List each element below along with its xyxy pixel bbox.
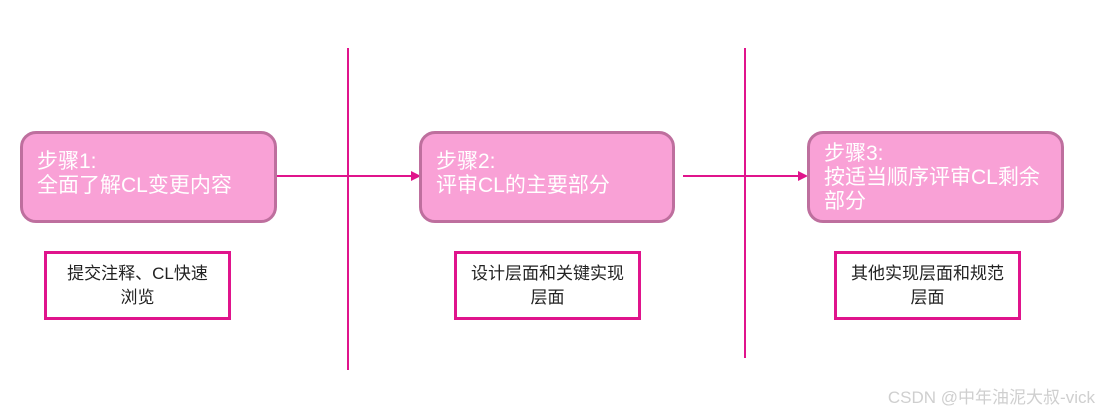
- step-1-box: 步骤1: 全面了解CL变更内容: [20, 131, 277, 223]
- step-1-note: 提交注释、CL快速浏览: [44, 251, 231, 320]
- step-2-note: 设计层面和关键实现层面: [454, 251, 641, 320]
- step-1-title: 全面了解CL变更内容: [37, 174, 232, 197]
- connector-line: [683, 175, 799, 177]
- step-3-title: 按适当顺序评审CL剩余部分: [824, 166, 1040, 213]
- arrowhead-icon: [798, 171, 808, 181]
- step-2-label: 步骤2:: [436, 150, 496, 173]
- step-2-title: 评审CL的主要部分: [436, 174, 610, 197]
- divider-line-1: [347, 48, 349, 370]
- step-3-label: 步骤3:: [824, 142, 884, 165]
- step-1-label: 步骤1:: [37, 150, 97, 173]
- watermark: CSDN @中年油泥大叔-vick: [887, 388, 1095, 407]
- arrowhead-icon: [411, 171, 421, 181]
- step-2-box: 步骤2: 评审CL的主要部分: [419, 131, 675, 223]
- divider-line-2: [744, 48, 746, 358]
- connector-line: [276, 175, 412, 177]
- step-3-note: 其他实现层面和规范层面: [834, 251, 1021, 320]
- step-3-box: 步骤3: 按适当顺序评审CL剩余部分: [807, 131, 1064, 223]
